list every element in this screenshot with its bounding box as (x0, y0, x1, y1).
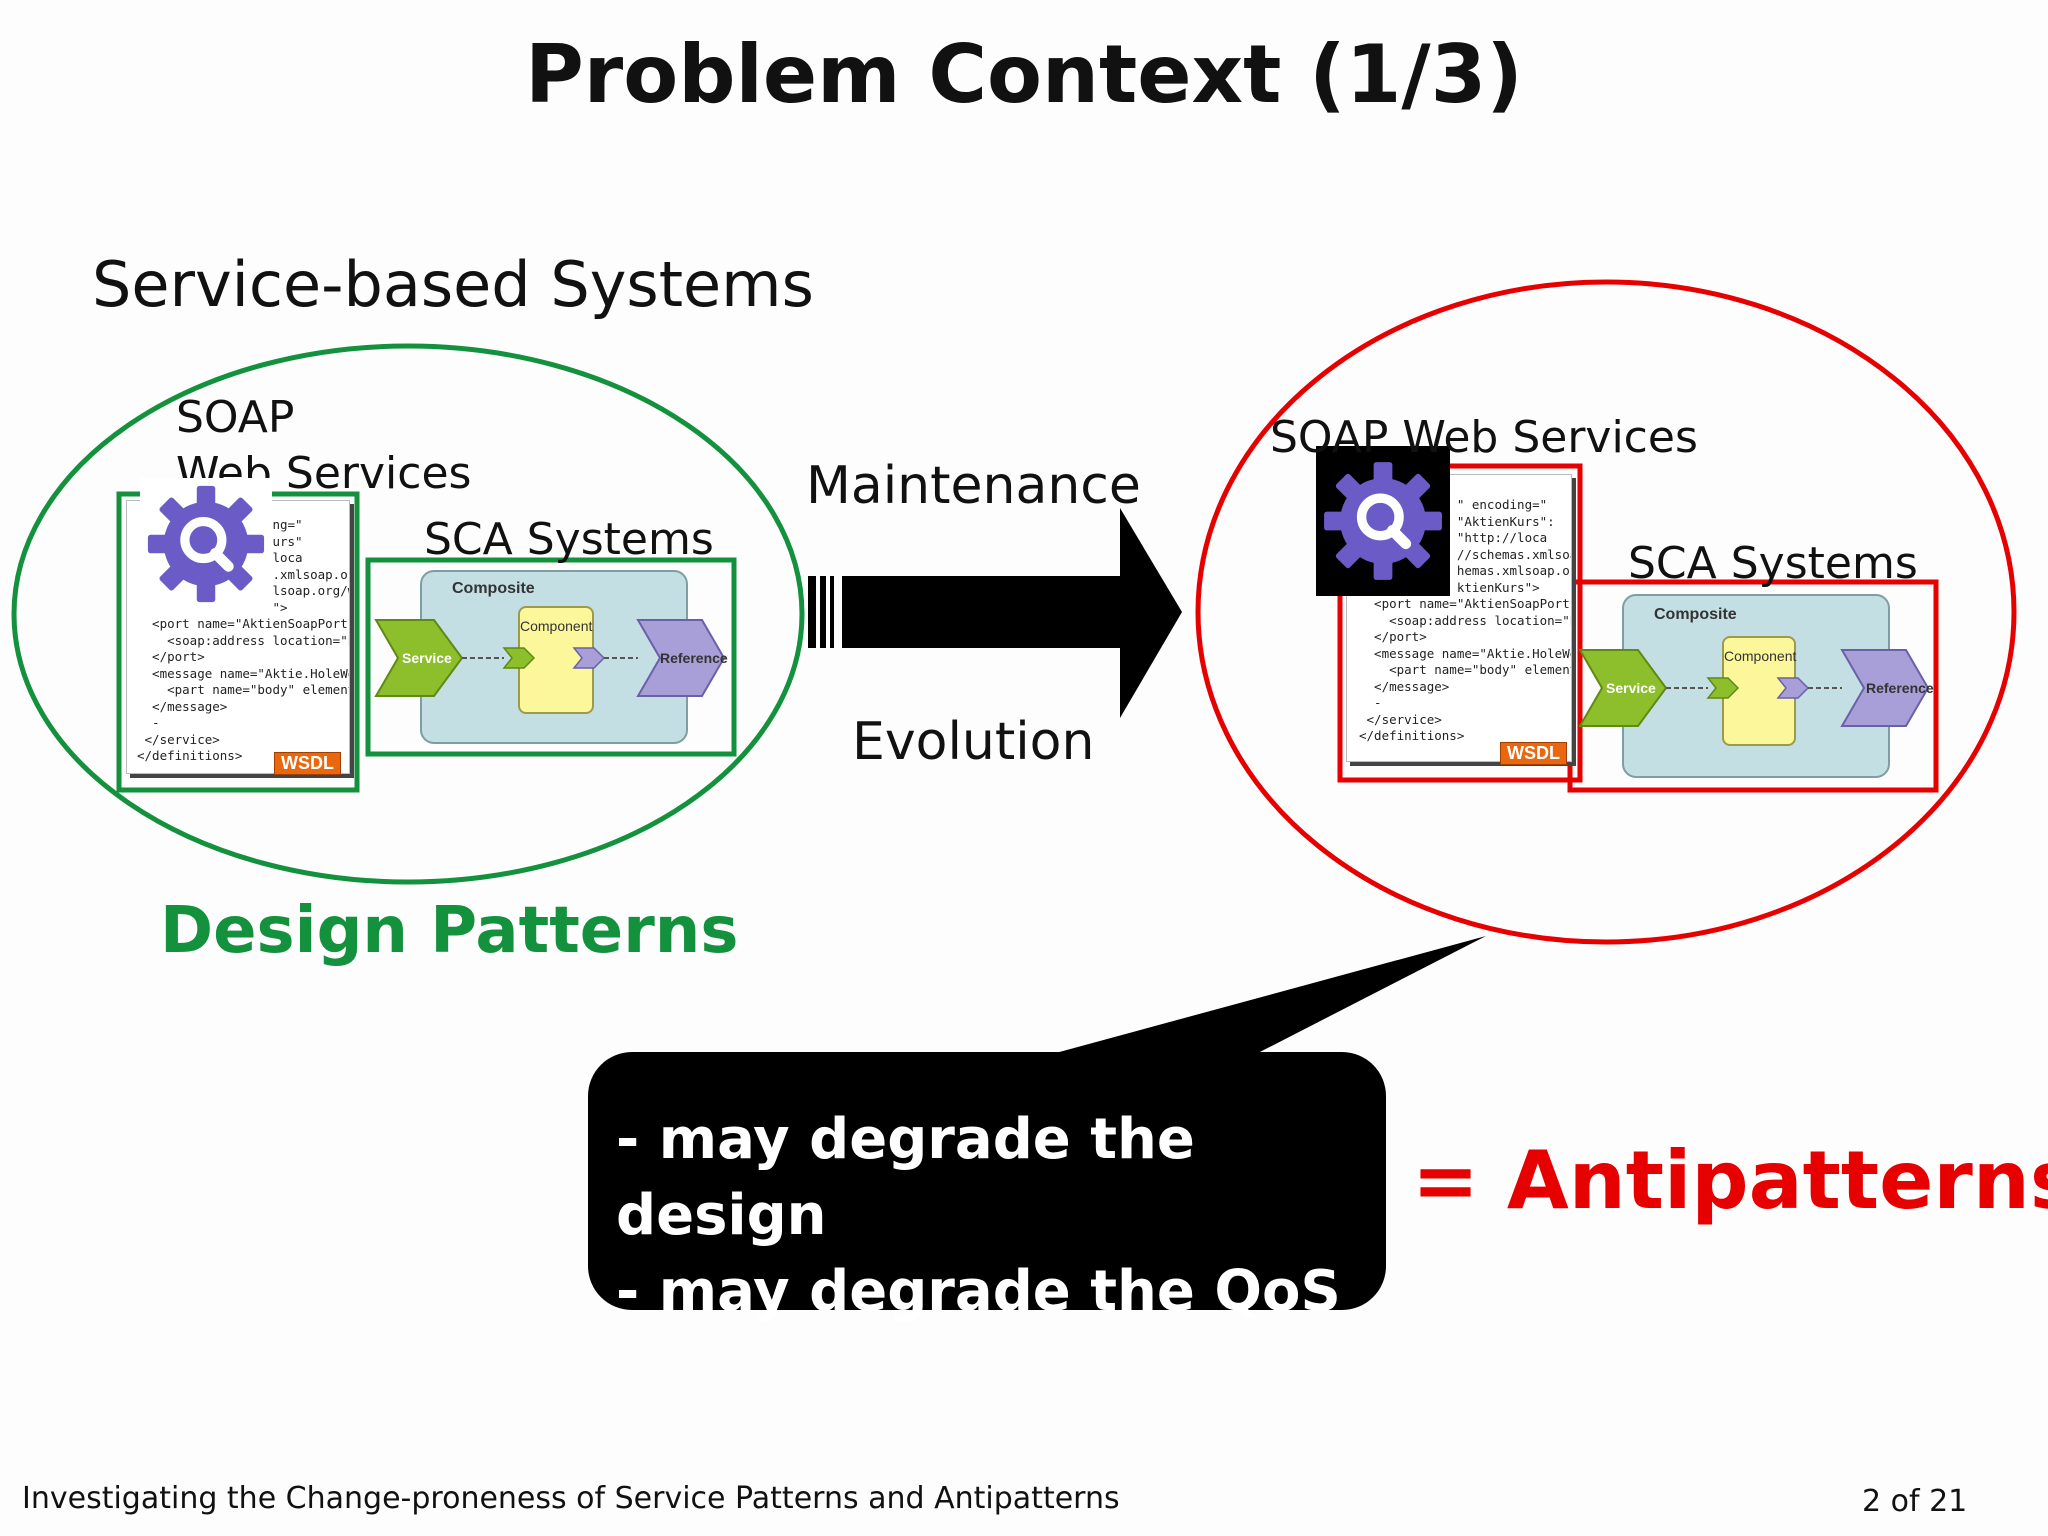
right-wsdl-document: " encoding=" "AktienKurs": "http://loca … (1346, 474, 1572, 762)
right-reference-label: Reference (1866, 680, 1934, 696)
left-wsdl-code-line: </service> (137, 731, 220, 747)
right-sca-arrows (1578, 649, 1930, 727)
right-wsdl-code-line: </port> (1359, 629, 1427, 644)
right-sca-label: SCA Systems (1628, 538, 1918, 589)
right-wsdl-badge: WSDL (1500, 742, 1567, 765)
degradation-callout: - may degrade the design - may degrade t… (588, 1052, 1386, 1324)
left-sca-label: SCA Systems (424, 514, 714, 565)
right-soap-label: SOAP Web Services (1270, 412, 1698, 463)
right-wsdl-code-line: //schemas.xmlsoap.or (1456, 546, 1571, 562)
slide-title: Problem Context (1/3) (525, 28, 1523, 121)
left-sca-arrows (374, 619, 726, 697)
left-composite-label: Composite (452, 580, 535, 597)
right-component-label: Component (1724, 648, 1797, 664)
right-wsdl-code-line: - (1359, 695, 1382, 710)
left-wsdl-code-line: <message name="Aktie.HoleWert"> (152, 665, 349, 681)
gear-search-icon (140, 478, 272, 610)
left-wsdl-code-line: <soap:address location="http://loc (167, 632, 349, 648)
design-patterns-caption: Design Patterns (160, 894, 739, 968)
right-wsdl-code-line: "AktienKurs": (1359, 513, 1555, 529)
left-wsdl-code-line: loca (272, 550, 303, 565)
left-wsdl-code-line: .xmlsoap.or (272, 566, 350, 582)
right-composite-label: Composite (1654, 606, 1737, 623)
left-reference-label: Reference (660, 650, 728, 666)
right-wsdl-code-line: </service> (1359, 711, 1442, 727)
left-wsdl-code-line: ng=" (272, 517, 303, 532)
left-wsdl-code-line: - (137, 715, 160, 730)
right-service-label: Service (1606, 680, 1656, 696)
right-wsdl-code-line: <part name="body" element="xsd:Tra (1389, 662, 1571, 677)
right-ellipse (1195, 279, 2017, 945)
left-component-label: Component (520, 618, 593, 634)
left-service-label: Service (402, 650, 452, 666)
section-label: Service-based Systems (92, 248, 814, 321)
left-wsdl-badge: WSDL (274, 752, 341, 775)
callout-line-2: - may degrade the QoS (616, 1259, 1341, 1324)
left-wsdl-code-line: </port> (137, 649, 205, 664)
left-wsdl-code: ng=" urs" loca .xmlsoap.or lsoap.org/wsd… (137, 517, 349, 765)
right-wsdl-code-line: ktienKurs"> (1456, 579, 1540, 595)
left-wsdl-code-line: lsoap.org/wsd (272, 583, 349, 598)
left-wsdl-code-line: urs" (272, 533, 303, 549)
evolution-arrow (808, 508, 1182, 718)
right-wsdl-code-line: " encoding=" (1359, 497, 1548, 512)
left-wsdl-code-line: <port name="AktienSoapPort" binding (152, 616, 350, 631)
left-sca-frame (365, 557, 737, 757)
right-wsdl-code-line: "http://loca (1359, 530, 1548, 545)
right-wsdl-code-line: <soap:address location="http://loc (1389, 612, 1571, 628)
antipatterns-label: = Antipatterns (1412, 1134, 2048, 1227)
footer-title: Investigating the Change-proneness of Se… (22, 1481, 1120, 1516)
left-soap-label-line1: SOAP (176, 392, 295, 443)
right-wsdl-frame (1337, 463, 1583, 783)
left-wsdl-code-line: <part name="body" element="xsd:Tra (167, 682, 349, 697)
left-wsdl-code-line: "> (272, 599, 288, 615)
callout-pointer (1052, 936, 1486, 1054)
evolution-label: Evolution (852, 712, 1095, 772)
left-ellipse (11, 343, 805, 885)
left-wsdl-code-line: </message> (137, 698, 228, 714)
maintenance-label: Maintenance (806, 456, 1141, 516)
gear-search-icon-dark (1316, 446, 1450, 596)
left-wsdl-code-line: </definitions> (137, 748, 243, 763)
right-wsdl-code: " encoding=" "AktienKurs": "http://loca … (1359, 497, 1571, 745)
right-wsdl-code-line: </message> (1359, 678, 1450, 694)
right-wsdl-code-line: <message name="Aktie.HoleWert"> (1374, 645, 1571, 661)
right-wsdl-code-line: </definitions> (1359, 728, 1465, 743)
callout-line-1: - may degrade the design (616, 1107, 1195, 1248)
right-wsdl-code-line: <port name="AktienSoapPort" binding (1374, 596, 1572, 611)
right-wsdl-code-line: hemas.xmlsoap.org/wsd (1456, 563, 1571, 578)
page-number: 2 of 21 (1862, 1484, 1968, 1519)
